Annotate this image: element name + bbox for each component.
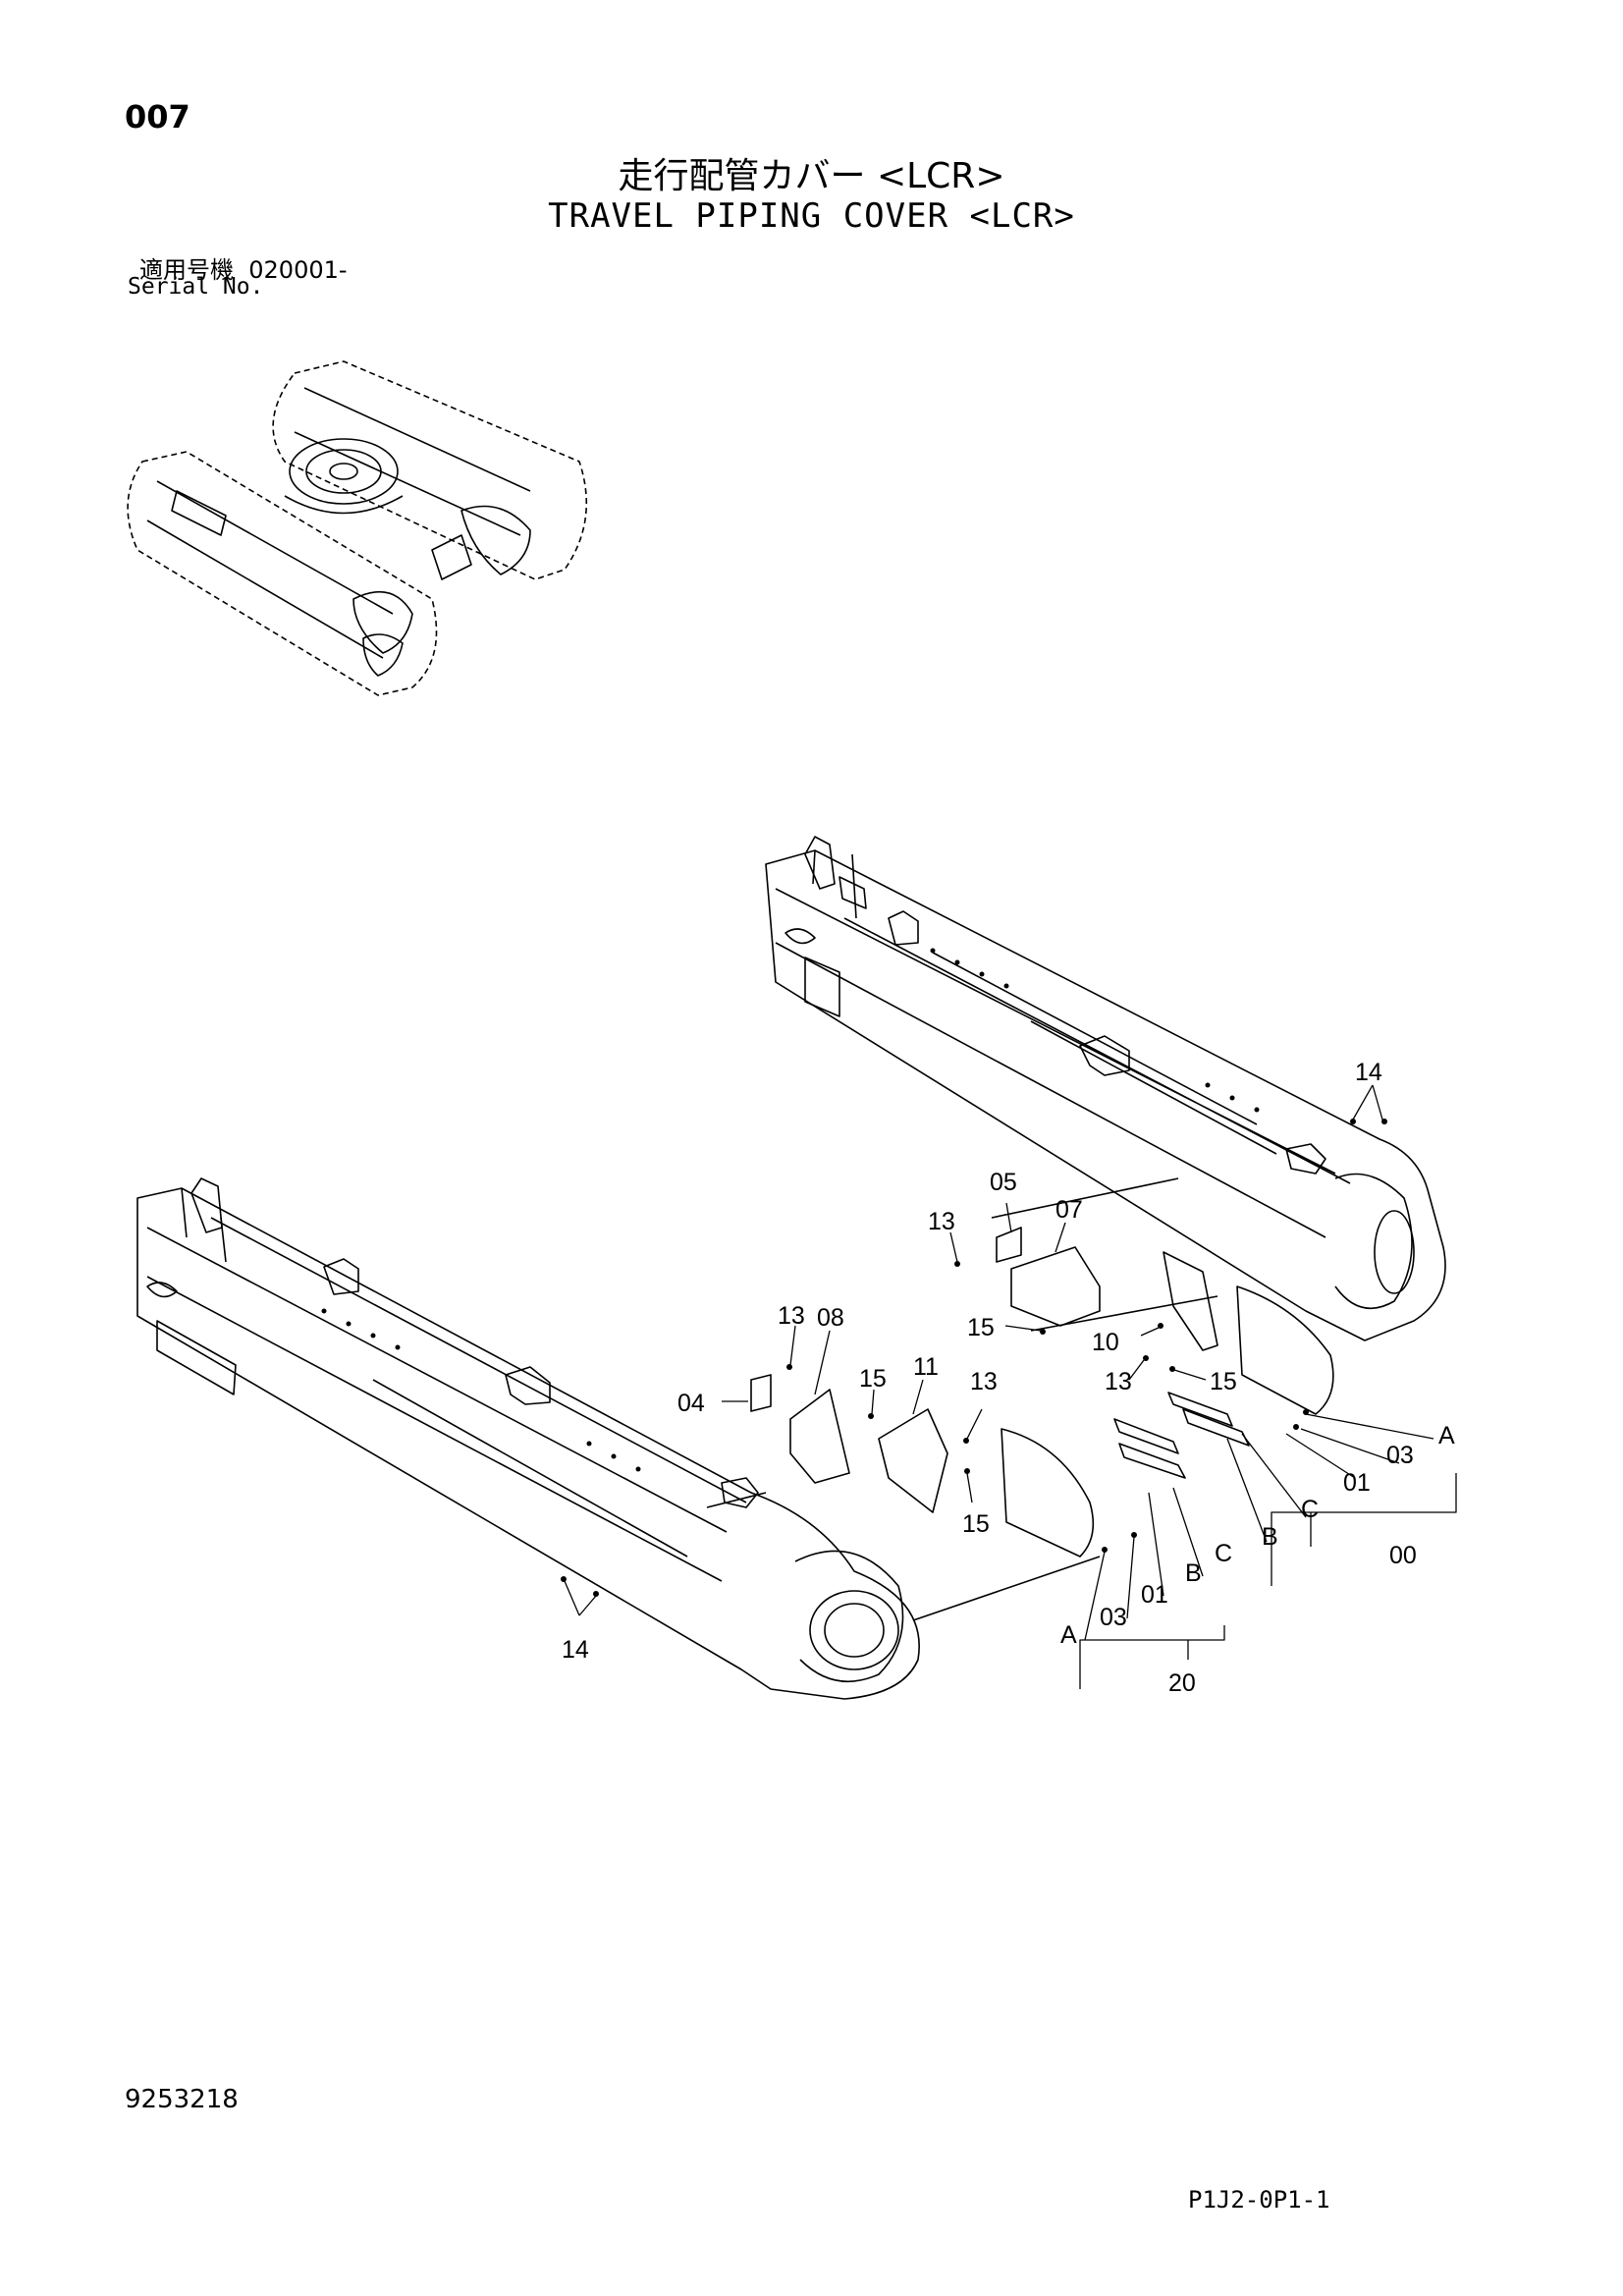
callout-15-lower-right: 15 [962, 1510, 990, 1538]
overview-thumbnail [127, 360, 588, 696]
part-A-lower [1001, 1428, 1095, 1558]
callout-A-lower: A [1060, 1621, 1077, 1649]
callout-B-upper: B [1262, 1523, 1278, 1551]
callout-11: 11 [913, 1353, 939, 1381]
callout-B-lower: B [1185, 1559, 1202, 1587]
callout-03-lower: 03 [1100, 1604, 1127, 1631]
callout-13-upper-right: 13 [1105, 1368, 1132, 1395]
part-B-upper [1167, 1392, 1233, 1427]
part-10 [1163, 1251, 1218, 1351]
callout-14-upper: 14 [1355, 1059, 1382, 1086]
serial-label-ja: 適用号機 [139, 256, 234, 284]
page-title-japanese: 走行配管カバー <LCR> [618, 156, 1005, 196]
part-C-upper [1182, 1408, 1250, 1447]
part-07 [1010, 1246, 1101, 1327]
part-04 [750, 1374, 772, 1412]
part-11 [878, 1408, 948, 1513]
callout-14-lower: 14 [562, 1636, 589, 1664]
callout-C-upper: C [1301, 1496, 1319, 1523]
callout-20: 20 [1168, 1669, 1196, 1697]
part-B-lower [1113, 1418, 1179, 1454]
serial-label-english: Serial No. [128, 274, 264, 300]
rear-track-frame [765, 836, 1446, 1341]
page-number: 007 [125, 98, 190, 136]
callout-15-lower-left: 15 [859, 1365, 887, 1393]
serial-label-japanese: 適用号機 020001- [139, 250, 348, 285]
callout-labels: 14 05 07 13 15 10 13 15 A 03 01 C B 00 1… [562, 1059, 1455, 1697]
page-title-english: TRAVEL PIPING COVER <LCR> [548, 196, 1075, 236]
callout-13-lower-right: 13 [970, 1368, 998, 1395]
callout-00: 00 [1389, 1542, 1417, 1569]
callout-08: 08 [817, 1304, 844, 1332]
callout-03-upper: 03 [1386, 1442, 1414, 1469]
part-A-upper [1236, 1285, 1334, 1415]
part-C-lower [1118, 1443, 1186, 1479]
callout-15-upper-right: 15 [1210, 1368, 1237, 1395]
callout-01-lower: 01 [1141, 1581, 1168, 1609]
part-05 [996, 1227, 1022, 1263]
callout-15-upper-left: 15 [967, 1314, 995, 1341]
callout-13-upper-left: 13 [928, 1208, 955, 1235]
callout-07: 07 [1055, 1196, 1083, 1224]
page-code: P1J2-0P1-1 [1188, 2186, 1330, 2214]
serial-value: 020001- [248, 256, 348, 284]
callout-C-lower: C [1215, 1540, 1232, 1567]
document-number: 9253218 [125, 2085, 239, 2114]
part-08 [789, 1389, 850, 1484]
callout-A-upper: A [1438, 1422, 1455, 1449]
callout-01-upper: 01 [1343, 1469, 1371, 1497]
callout-05: 05 [990, 1169, 1017, 1196]
callout-04: 04 [677, 1390, 705, 1417]
callout-10: 10 [1092, 1329, 1119, 1356]
callout-13-lower-left: 13 [778, 1302, 805, 1330]
front-track-frame [136, 1177, 920, 1700]
